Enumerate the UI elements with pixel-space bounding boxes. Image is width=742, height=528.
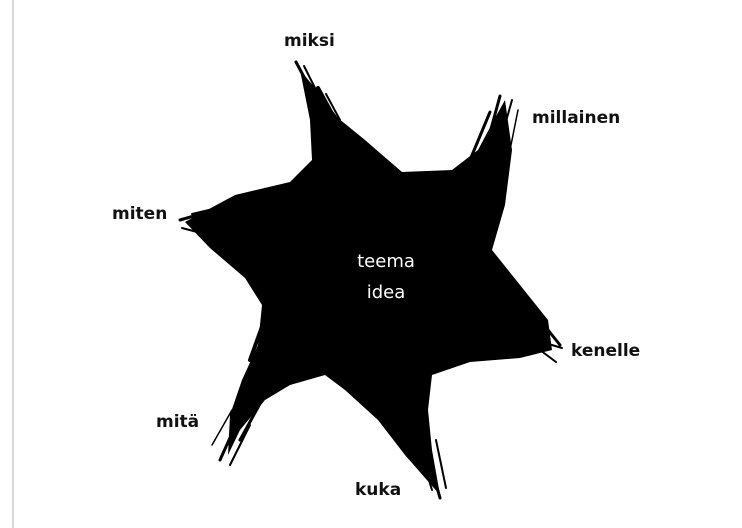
point-label-lower-right: kenelle <box>571 343 640 360</box>
center-label-theme: teema <box>326 253 446 271</box>
center-label-idea: idea <box>326 284 446 302</box>
point-label-upper-right: millainen <box>532 110 620 127</box>
point-label-top: miksi <box>284 33 335 50</box>
point-label-upper-left: miten <box>112 206 167 223</box>
point-label-lower-left: mitä <box>156 414 199 431</box>
point-label-bottom: kuka <box>355 482 401 499</box>
